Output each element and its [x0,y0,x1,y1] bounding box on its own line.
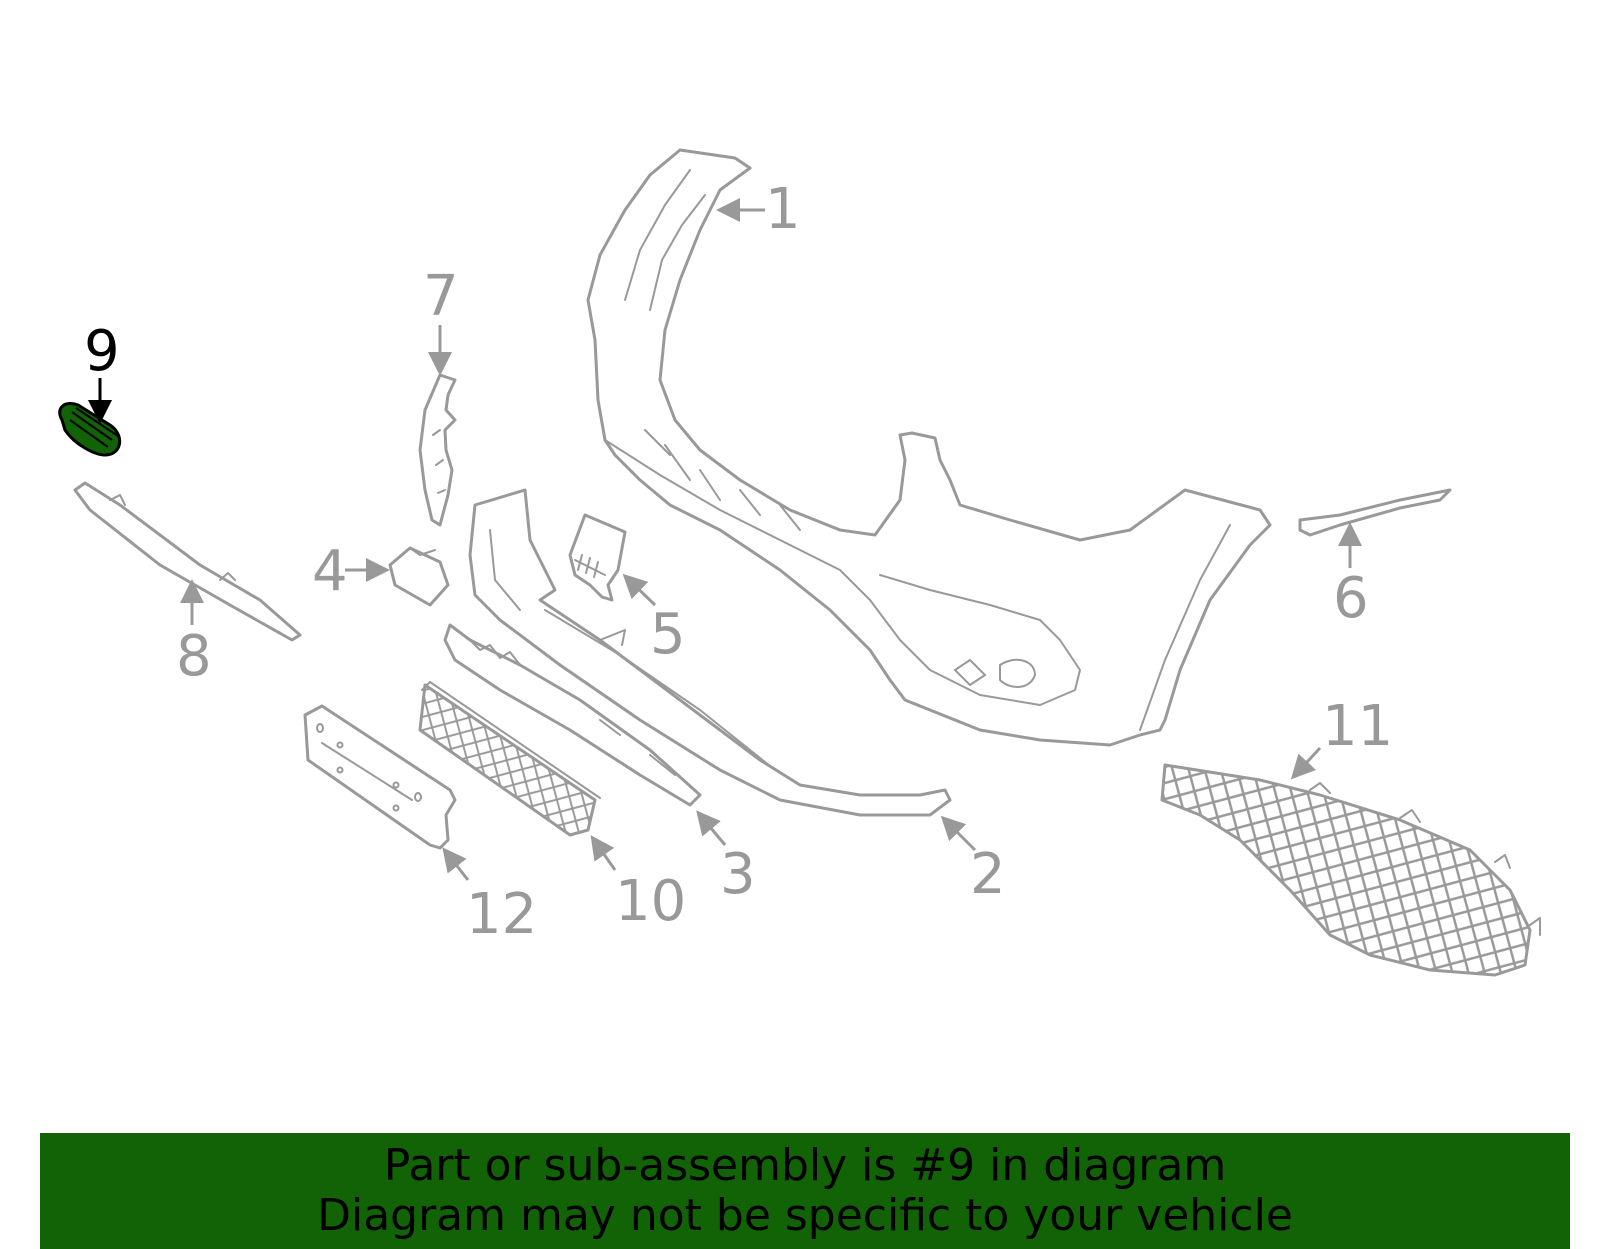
svg-text:9: 9 [84,319,120,384]
callout-3: 3 [696,810,756,907]
part-2-lower-trim[interactable] [468,488,952,817]
svg-text:2: 2 [970,842,1006,907]
part-11-side-grille[interactable] [1160,763,1541,977]
banner-line-disclaimer: Diagram may not be specific to your vehi… [317,1190,1293,1241]
part-7-vertical-bracket[interactable] [418,373,457,527]
svg-text:1: 1 [765,177,801,242]
part-5-sensor-bracket[interactable] [568,513,627,602]
part-10-center-grille[interactable] [418,681,601,837]
callout-2: 2 [940,815,1006,907]
parts-diagram: 1 2 3 4 5 6 7 8 9 10 11 12 [58,148,1541,977]
part-12-license-bracket[interactable] [303,704,457,850]
svg-text:5: 5 [650,602,686,667]
svg-text:7: 7 [423,264,459,329]
callout-8: 8 [176,579,212,689]
callout-9: 9 [84,319,120,424]
part-3-lower-strip[interactable] [443,623,702,807]
part-1-bumper-cover[interactable] [586,148,1272,747]
svg-text:11: 11 [1322,694,1393,759]
callout-11: 11 [1290,694,1393,780]
callout-6: 6 [1333,522,1369,631]
svg-text:10: 10 [615,869,686,934]
svg-text:12: 12 [466,882,537,947]
svg-text:3: 3 [720,842,756,907]
svg-text:4: 4 [312,539,348,604]
callout-7: 7 [423,264,459,376]
part-9-emblem[interactable] [58,402,121,457]
svg-text:6: 6 [1333,566,1369,631]
info-banner: Part or sub-assembly is #9 in diagram Di… [40,1133,1570,1249]
callout-5: 5 [622,573,686,667]
banner-line-part: Part or sub-assembly is #9 in diagram [383,1140,1227,1191]
part-4-bracket[interactable] [388,546,450,607]
callout-12: 12 [442,847,537,947]
callout-10: 10 [590,835,686,934]
callout-4: 4 [312,539,390,604]
callout-1: 1 [716,177,801,242]
svg-text:8: 8 [176,624,212,689]
part-6-side-strip[interactable] [1298,488,1452,537]
part-8-long-strip[interactable] [73,481,302,642]
